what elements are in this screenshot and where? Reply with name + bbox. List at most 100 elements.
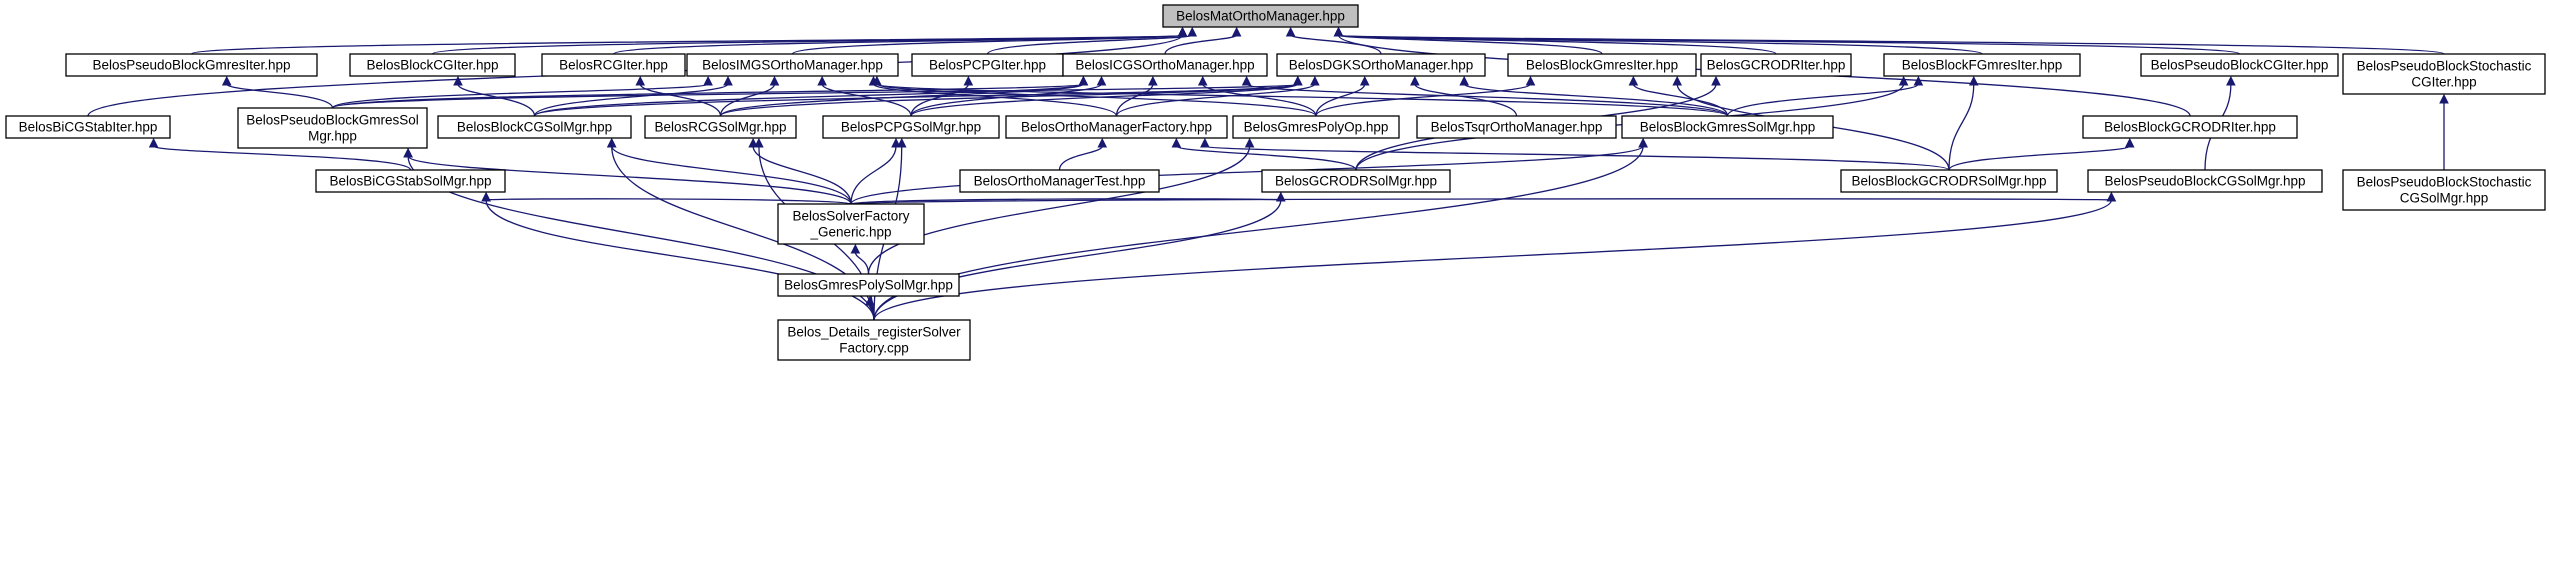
node-label: BelosGCRODRSolMgr.hpp [1275,174,1437,189]
edge-pbgmressolmgr-to-pbgmresiter [226,83,334,109]
edge-arrowhead [1171,137,1182,148]
edge-arrowhead [896,137,907,148]
node-label: BelosRCGIter.hpp [559,58,668,73]
node-icgs[interactable]: BelosICGSOrthoManager.hpp [1062,53,1268,77]
edge-arrowhead [1628,75,1639,86]
edge-bcgsolmgr-to-imgs [533,83,729,117]
edge-omtest-to-omfactory [1058,145,1103,171]
node-box [1261,169,1451,193]
node-box [1840,169,2058,193]
node-bgmressolmgr[interactable]: BelosBlockGmresSolMgr.hpp [1621,115,1834,139]
node-pbcgsolmgr[interactable]: BelosPseudoBlockCGSolMgr.hpp [2087,169,2323,193]
node-rcgiter[interactable]: BelosRCGIter.hpp [541,53,686,77]
node-label: BelosICGSOrthoManager.hpp [1075,58,1254,73]
node-label: BelosPseudoBlockStochastic [2357,175,2532,190]
node-gcrodriter[interactable]: BelosGCRODRIter.hpp [1700,53,1852,77]
node-bcgsolmgr[interactable]: BelosBlockCGSolMgr.hpp [437,115,632,139]
node-dgks[interactable]: BelosDGKSOrthoManager.hpp [1276,53,1486,77]
node-box [1883,53,2081,77]
edge-arrowhead [723,75,733,86]
edge-arrowhead [2439,93,2449,104]
node-bicgstabiter[interactable]: BelosBiCGStabIter.hpp [5,115,171,139]
node-bgcrodriter[interactable]: BelosBlockGCRODRIter.hpp [2082,115,2298,139]
node-box [1276,53,1486,77]
edge-bgmressolmgr-to-dgks [1463,83,1729,117]
edge-gmrespolyop-to-bgmresiter [1315,83,1532,117]
edge-arrowhead [1200,137,1210,148]
edge-arrowhead [2106,191,2117,202]
edge-arrowhead [635,75,646,86]
node-label: Mgr.hpp [308,129,357,144]
edge-arrowhead [1148,75,1158,86]
node-box [777,319,971,361]
edge-bgmressolmgr-to-bgmresiter [1632,83,1729,117]
node-box [541,53,686,77]
node-label: BelosGCRODRIter.hpp [1707,58,1846,73]
node-bcgiter[interactable]: BelosBlockCGIter.hpp [349,53,516,77]
edge-arrowhead [891,137,901,148]
node-box [1232,115,1400,139]
edge-gmrespolysolmgr-to-solverfactory [854,251,870,275]
node-label: BelosBlockGmresSolMgr.hpp [1640,120,1816,135]
edge-pcpgsolmgr-to-dgks [910,83,1299,117]
node-gmrespolysolmgr[interactable]: BelosGmresPolySolMgr.hpp [777,273,960,297]
edge-arrowhead [1333,26,1344,37]
edge-arrowhead [453,75,463,86]
node-imgs[interactable]: BelosIMGSOrthoManager.hpp [686,53,899,77]
edge-arrowhead [872,75,882,86]
node-label: BelosPseudoBlockGmresIter.hpp [92,58,290,73]
edge-register-to-gcrodrsolmgr [873,199,1282,321]
node-gcrodrsolmgr[interactable]: BelosGCRODRSolMgr.hpp [1261,169,1451,193]
edge-arrowhead [403,147,413,158]
node-rcgsolmgr[interactable]: BelosRCGSolMgr.hpp [644,115,797,139]
node-box [777,203,925,245]
node-box [65,53,318,77]
node-label: BelosBlockGCRODRIter.hpp [2104,120,2276,135]
node-pbgmresiter[interactable]: BelosPseudoBlockGmresIter.hpp [65,53,318,77]
node-bgcrodrsolmgr[interactable]: BelosBlockGCRODRSolMgr.hpp [1840,169,2058,193]
edge-pbgmressolmgr-to-dgks [331,83,1299,109]
node-label: BelosBiCGStabIter.hpp [19,120,158,135]
node-pcpgiter[interactable]: BelosPCPGIter.hpp [911,53,1064,77]
node-gmrespolyop[interactable]: BelosGmresPolyOp.hpp [1232,115,1400,139]
edge-arrowhead [850,243,861,254]
node-omfactory[interactable]: BelosOrthoManagerFactory.hpp [1005,115,1228,139]
edge-solverfactory-to-pbcgsolmgr [850,198,2113,205]
edge-arrowhead [754,137,764,148]
node-label: BelosPCPGSolMgr.hpp [841,120,981,135]
node-bgmresiter[interactable]: BelosBlockGmresIter.hpp [1507,53,1697,77]
node-bfgmresiter[interactable]: BelosBlockFGmresIter.hpp [1883,53,2081,77]
node-omtest[interactable]: BelosOrthoManagerTest.hpp [959,169,1160,193]
node-mat[interactable]: BelosMatOrthoManager.hpp [1162,4,1359,28]
node-label: Belos_Details_registerSolver [787,325,961,340]
node-box [1062,53,1268,77]
edge-gmrespolysolmgr-to-gmrespolyop [867,145,1251,275]
node-box [2140,53,2339,77]
edge-arrowhead [1197,75,1208,86]
node-box [1162,4,1359,28]
node-box [2082,115,2298,139]
node-box [315,169,506,193]
node-label: BelosBlockGmresIter.hpp [1526,58,1678,73]
edge-arrowhead [1096,75,1107,86]
node-solverfactory[interactable]: BelosSolverFactory_Generic.hpp [777,203,925,245]
node-pbcgiter[interactable]: BelosPseudoBlockCGIter.hpp [2140,53,2339,77]
node-box [1700,53,1852,77]
node-box [349,53,516,77]
node-bicgstabsolmgr[interactable]: BelosBiCGStabSolMgr.hpp [315,169,506,193]
edge-bgmressolmgr-to-imgs [876,83,1729,117]
node-label: BelosPCPGIter.hpp [929,58,1046,73]
edge-bgmressolmgr-to-bfgmresiter [1726,83,1920,117]
edge-arrowhead [769,75,780,86]
node-pcpgsolmgr[interactable]: BelosPCPGSolMgr.hpp [822,115,1000,139]
node-label: BelosMatOrthoManager.hpp [1176,9,1345,24]
edge-solverfactory-to-pbgmressolmgr [407,155,852,205]
edge-arrowhead [1177,26,1188,37]
node-tsqr[interactable]: BelosTsqrOrthoManager.hpp [1416,115,1617,139]
edge-bgmressolmgr-to-icgs [1245,83,1729,117]
edge-arrowhead [1459,75,1470,86]
